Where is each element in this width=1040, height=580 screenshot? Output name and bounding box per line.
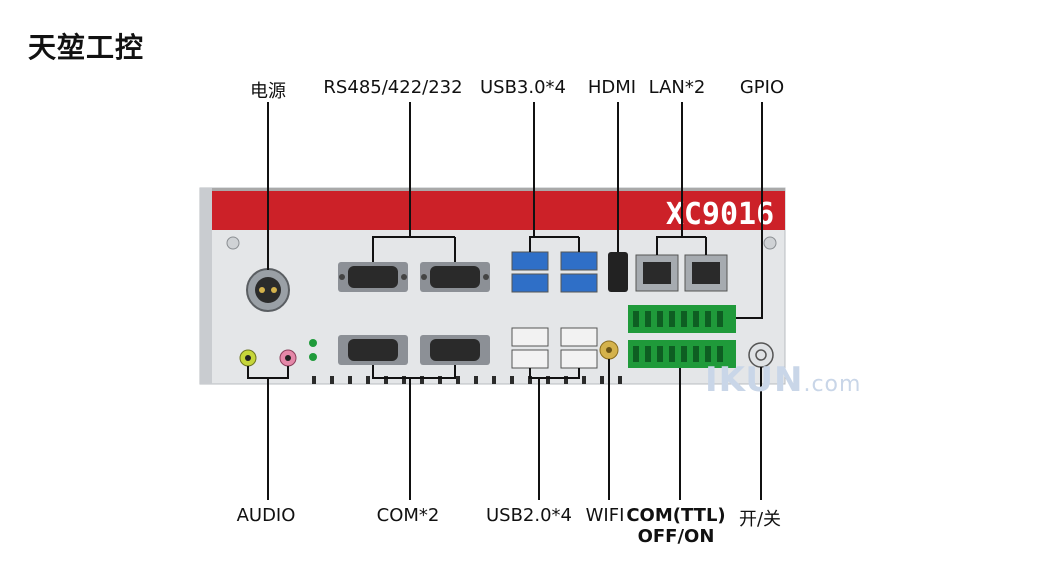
label-lan: LAN*2 — [648, 77, 706, 98]
label-wifi: WIFI — [585, 505, 625, 526]
screw-icon — [226, 236, 240, 250]
label-com: COM*2 — [376, 505, 440, 526]
vent-slots — [312, 376, 622, 384]
com-port-2 — [420, 335, 490, 365]
com-port-1 — [338, 335, 408, 365]
callout-lines — [247, 102, 763, 500]
label-off-on: OFF/ON — [637, 526, 715, 547]
label-usb2: USB2.0*4 — [485, 505, 573, 526]
label-hdmi: HDMI — [587, 77, 637, 98]
led-icon — [309, 353, 317, 361]
label-com-ttl: COM(TTL) — [626, 505, 726, 526]
label-audio: AUDIO — [236, 505, 296, 526]
screw-icon — [763, 236, 777, 250]
usb3-ports — [511, 251, 598, 293]
watermark: IKUN.com — [705, 360, 862, 400]
label-rs485: RS485/422/232 — [323, 77, 463, 98]
label-usb3: USB3.0*4 — [479, 77, 567, 98]
usb2-ports — [511, 327, 598, 369]
model-text: XC9016 — [666, 197, 774, 232]
rs485-port-2 — [420, 262, 490, 292]
page-title: 天堃工控 — [28, 31, 145, 64]
rs485-port-1 — [338, 262, 408, 292]
label-power: 电源 — [250, 81, 286, 102]
led-icon — [309, 339, 317, 347]
hdmi-port — [608, 252, 628, 292]
label-switch: 开/关 — [738, 509, 782, 530]
device-side — [200, 188, 212, 384]
red-band — [212, 190, 785, 230]
lan-ports — [635, 254, 728, 292]
label-gpio: GPIO — [739, 77, 785, 98]
